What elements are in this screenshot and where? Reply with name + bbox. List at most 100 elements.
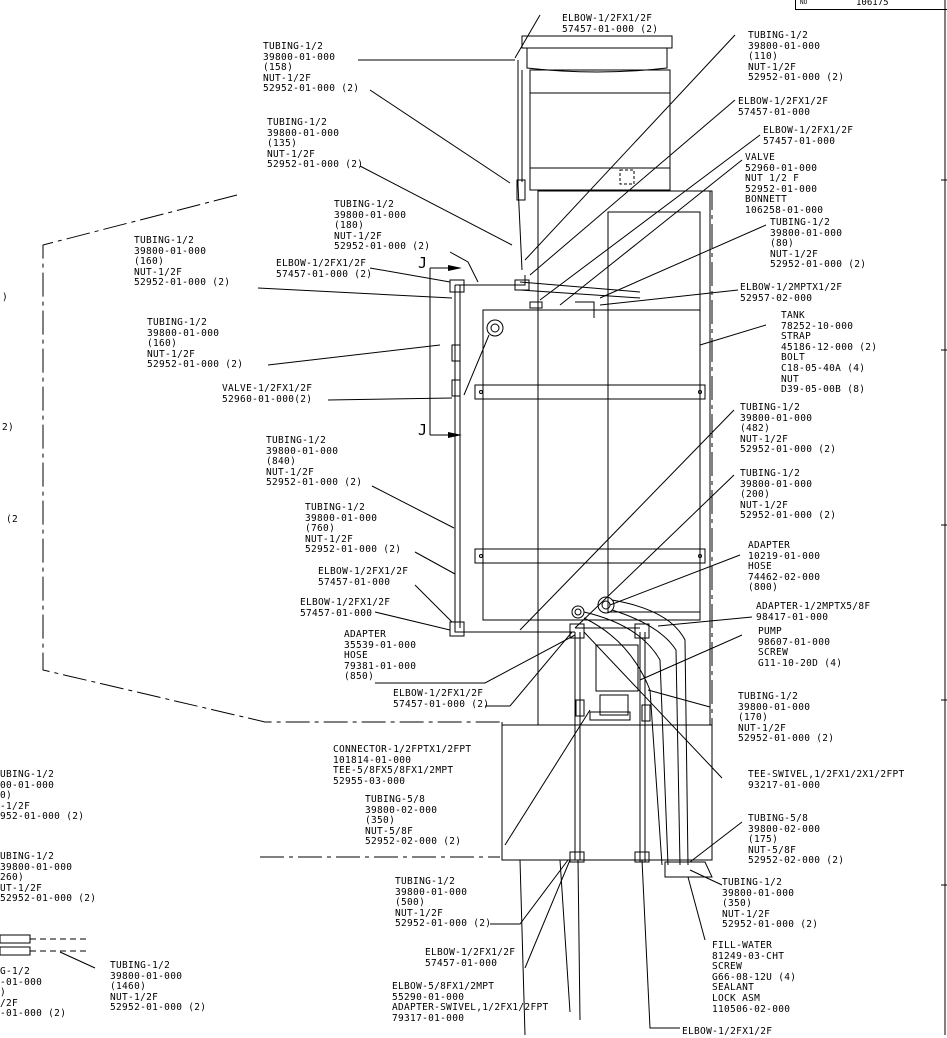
callout-line: 93217-01-000 bbox=[748, 779, 821, 791]
callout-line: TUBING-1/2 bbox=[334, 199, 395, 210]
callout-line: 52952-01-000 (2) bbox=[263, 83, 360, 95]
callout-line: 52955-03-000 bbox=[333, 775, 406, 787]
callout-line: 52952-02-000 (2) bbox=[748, 855, 845, 867]
callout-line: 00-01-000 bbox=[0, 779, 55, 791]
callout-line: NUT-1/2F bbox=[334, 230, 383, 242]
callout-line: 52952-01-000 (2) bbox=[722, 919, 819, 931]
callout-line: TUBING-1/2 bbox=[305, 502, 366, 513]
callout-line: 57457-01-000 bbox=[738, 106, 811, 118]
callout-line: 57457-01-000 bbox=[300, 607, 373, 619]
callout-line: BOLT bbox=[781, 352, 806, 364]
callout-line: 52952-02-000 (2) bbox=[365, 836, 462, 848]
callout-line: 0) bbox=[0, 790, 13, 802]
callout-line: 52960-01-000(2) bbox=[222, 393, 313, 405]
callout-line: C18-05-40A (4) bbox=[781, 362, 866, 374]
callout-line: 52952-01-000 (2) bbox=[770, 259, 867, 271]
callout-line: ELBOW-1/2FX1/2F bbox=[276, 258, 367, 269]
callout-line: (160) bbox=[147, 338, 178, 350]
upper-tank bbox=[521, 35, 673, 191]
callout-line: TUBING-1/2 bbox=[110, 960, 171, 971]
callout-line: 260) bbox=[0, 872, 25, 884]
callout-line: (482) bbox=[740, 423, 771, 435]
callout-line: G-1/2 bbox=[0, 966, 31, 977]
callout-line: 39800-01-000 bbox=[770, 227, 843, 239]
callout-line: TEE-SWIVEL,1/2FX1/2X1/2FPT bbox=[748, 769, 905, 780]
callout-line: 52952-01-000 (2) bbox=[0, 893, 97, 905]
callout-line: ELBOW-1/2FX1/2F bbox=[300, 597, 391, 608]
callout-line: NUT-1/2F bbox=[738, 722, 787, 734]
callout-line: ELBOW-1/2FX1/2F bbox=[393, 688, 484, 699]
drawing-number: 106175 bbox=[856, 0, 889, 8]
callout-line: TUBING-1/2 bbox=[738, 691, 799, 702]
callout-line: 39800-01-000 bbox=[267, 127, 340, 139]
callout-line: 57457-01-000 (2) bbox=[393, 698, 490, 710]
callout-line: 55290-01-000 bbox=[392, 991, 465, 1003]
callout-line: 39800-01-000 bbox=[263, 51, 336, 63]
callout-line: TUBING-1/2 bbox=[748, 30, 809, 41]
callout-line: NUT-1/2F bbox=[267, 148, 316, 160]
callout-line: 57457-01-000 (2) bbox=[276, 268, 373, 280]
callout-line: ADAPTER bbox=[344, 629, 387, 640]
callout-line: 39800-01-000 bbox=[110, 970, 183, 982]
section-mark-label: J bbox=[418, 254, 428, 272]
callout-line: 2) bbox=[2, 422, 15, 433]
callout-line: 52952-01-000 (2) bbox=[267, 159, 364, 171]
callout-line: (1460) bbox=[110, 981, 147, 993]
callout-line: 52957-02-000 bbox=[740, 292, 813, 304]
callout-line: (350) bbox=[365, 815, 396, 827]
callout-line: /2F bbox=[0, 997, 19, 1009]
callout-line: 52952-01-000 (2) bbox=[395, 918, 492, 930]
callout-line: 45186-12-000 (2) bbox=[781, 341, 878, 353]
callout-line: NUT-1/2F bbox=[147, 348, 196, 360]
callout-line: ELBOW-1/2FX1/2F bbox=[562, 13, 653, 24]
section-mark-label: J bbox=[418, 421, 428, 439]
callout-line: ELBOW-1/2FX1/2F bbox=[682, 1026, 773, 1037]
callout-line: TUBING-1/2 bbox=[740, 468, 801, 479]
leader-lines bbox=[59, 14, 767, 1029]
callout-line: 39800-01-000 bbox=[395, 886, 468, 898]
callout-line: 98417-01-000 bbox=[756, 611, 829, 623]
callout-label: (2 bbox=[6, 514, 18, 526]
callout-line: -01-000 (2) bbox=[0, 1008, 67, 1020]
callout-line: ELBOW-1/2FX1/2F bbox=[763, 125, 854, 136]
callout-line: (850) bbox=[344, 671, 375, 683]
callout-line: SCREW bbox=[712, 961, 743, 973]
callout-line: UBING-1/2 bbox=[0, 769, 55, 780]
callout-line: VALVE-1/2FX1/2F bbox=[222, 383, 313, 394]
callout-line: 52952-01-000 (2) bbox=[738, 733, 835, 745]
callout-line: 39800-01-000 bbox=[722, 887, 795, 899]
callout-line: 52952-01-000 (2) bbox=[134, 277, 231, 289]
callout-line: 57457-01-000 bbox=[318, 576, 391, 588]
callout-line: TANK bbox=[781, 310, 806, 321]
callout-line: BONNETT bbox=[745, 194, 788, 206]
callout-line: 52952-01-000 (2) bbox=[334, 241, 431, 253]
callout-line: 35539-01-000 bbox=[344, 639, 417, 651]
callout-line: NUT-1/2F bbox=[110, 991, 159, 1003]
callout-line: (158) bbox=[263, 62, 294, 74]
callout-line: 52952-01-000 (2) bbox=[147, 359, 244, 371]
callout-line: 39800-02-000 bbox=[748, 823, 821, 835]
callout-line: 57457-01-000 bbox=[425, 957, 498, 969]
callout-line: 52952-01-000 (2) bbox=[110, 1002, 207, 1014]
callout-line: ELBOW-5/8FX1/2MPT bbox=[392, 981, 495, 992]
callout-line: NUT-1/2F bbox=[740, 433, 789, 445]
callout-line: NUT-1/2F bbox=[748, 61, 797, 73]
callout-line: (350) bbox=[722, 898, 753, 910]
callout-line: TUBING-1/2 bbox=[266, 435, 327, 446]
callout-line: 39800-01-000 bbox=[738, 701, 811, 713]
